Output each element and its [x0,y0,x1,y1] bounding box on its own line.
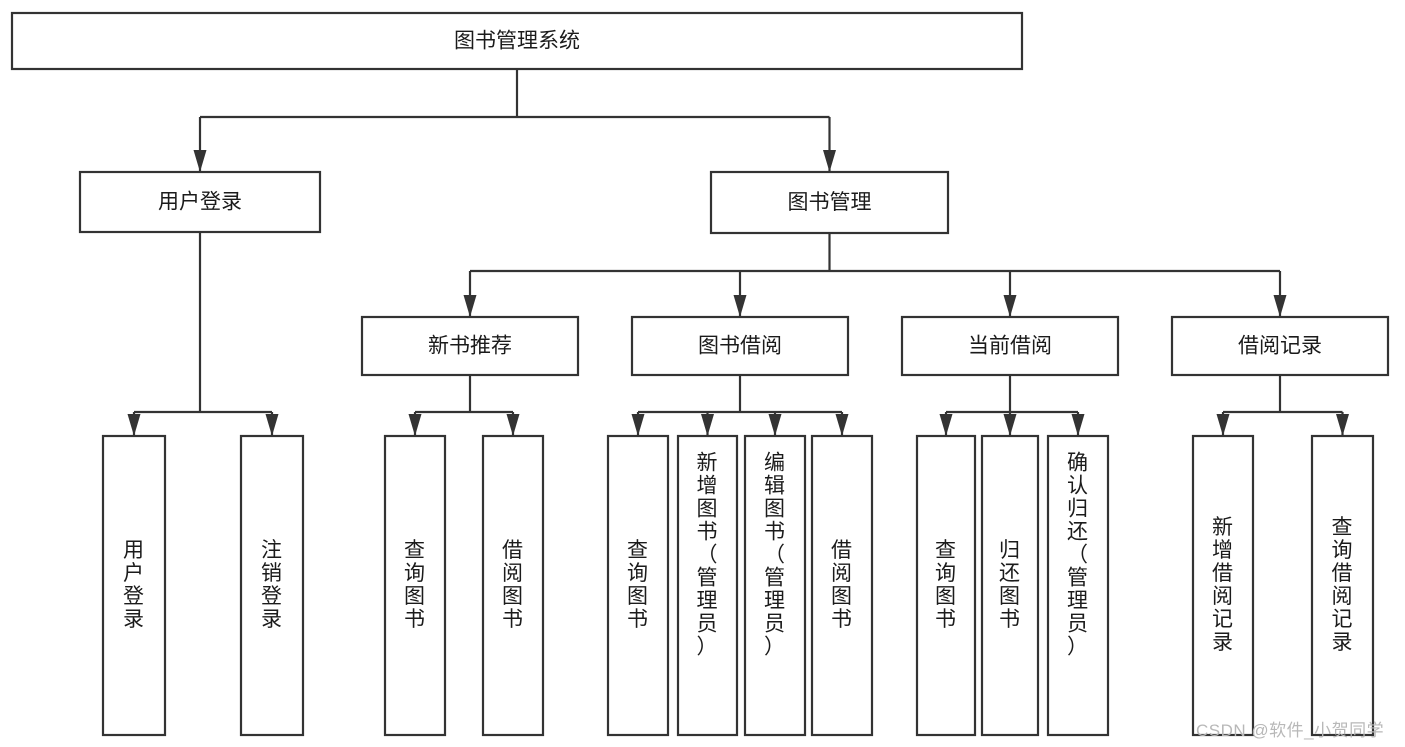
node-label-recommend-borrow-book: 借阅图书 [502,539,524,631]
node-borrow-borrow-book[interactable]: 借阅图书 [810,434,874,737]
node-label-current-query-book: 查询图书 [935,539,957,631]
node-recommend-query-book[interactable]: 查询图书 [383,434,447,737]
node-box-borrow-edit-book [743,434,807,737]
node-label-borrow-edit-book: 编辑图书（管理员） [764,451,786,658]
node-label-borrow-borrow-book: 借阅图书 [831,539,853,631]
nodes-layer: 图书管理系统用户登录用户登录注销登录图书管理新书推荐查询图书借阅图书图书借阅查询… [10,11,1390,737]
node-borrow-add-book[interactable]: 新增图书（管理员） [676,434,739,737]
node-book-borrow[interactable]: 图书借阅 [630,315,850,377]
node-book-management[interactable]: 图书管理 [709,170,950,235]
node-borrow-edit-book[interactable]: 编辑图书（管理员） [743,434,807,737]
node-borrow-records[interactable]: 借阅记录 [1170,315,1390,377]
node-label-user-logout: 注销登录 [261,539,283,631]
connector-arrowhead [1003,414,1017,436]
node-box-root [10,11,1024,71]
node-label-root: 图书管理系统 [454,30,580,53]
node-box-current-return-book [980,434,1040,737]
node-label-user-login-do: 用户登录 [123,539,145,631]
connector-arrowhead [1216,414,1230,436]
node-borrow-query-book[interactable]: 查询图书 [606,434,670,737]
node-box-borrow-add-book [676,434,739,737]
node-label-book-management: 图书管理 [788,191,872,214]
connector-arrowhead [408,414,422,436]
connector-arrowhead [463,295,477,317]
node-user-login[interactable]: 用户登录 [78,170,322,234]
node-box-record-add [1191,434,1255,737]
node-label-user-login: 用户登录 [158,191,242,214]
node-record-query[interactable]: 查询借阅记录 [1310,434,1375,737]
node-label-current-borrow: 当前借阅 [968,335,1052,358]
connector-arrowhead [835,414,849,436]
node-box-current-borrow [900,315,1120,377]
connector-arrowhead [823,150,836,172]
connector-arrowhead [265,414,279,436]
node-box-current-query-book [915,434,977,737]
node-box-borrow-borrow-book [810,434,874,737]
node-current-confirm-return[interactable]: 确认归还（管理员） [1046,434,1110,737]
node-box-record-query [1310,434,1375,737]
node-box-recommend-query-book [383,434,447,737]
connector-arrowhead [1071,414,1085,436]
node-current-return-book[interactable]: 归还图书 [980,434,1040,737]
node-current-borrow[interactable]: 当前借阅 [900,315,1120,377]
node-box-borrow-query-book [606,434,670,737]
node-label-current-confirm-return: 确认归还（管理员） [1067,451,1089,658]
connector-arrowhead [939,414,953,436]
node-box-user-logout [239,434,305,737]
connector-arrowhead [631,414,645,436]
node-label-new-book-recommend: 新书推荐 [428,335,512,358]
node-box-current-confirm-return [1046,434,1110,737]
node-label-borrow-records: 借阅记录 [1238,335,1322,358]
node-box-recommend-borrow-book [481,434,545,737]
node-box-book-borrow [630,315,850,377]
connector-arrowhead [733,295,747,317]
node-record-add[interactable]: 新增借阅记录 [1191,434,1255,737]
connector-arrowhead [193,150,207,172]
node-box-new-book-recommend [360,315,580,377]
connector-arrowhead [1336,414,1349,436]
node-new-book-recommend[interactable]: 新书推荐 [360,315,580,377]
node-label-book-borrow: 图书借阅 [698,335,782,358]
connector-arrowhead [1273,295,1287,317]
connectors-layer [127,69,1349,436]
connector-arrowhead [768,414,782,436]
node-label-record-add: 新增借阅记录 [1212,516,1234,654]
connector-arrowhead [506,414,520,436]
node-user-login-do[interactable]: 用户登录 [101,434,167,737]
node-root[interactable]: 图书管理系统 [10,11,1024,71]
connector-arrowhead [1003,295,1017,317]
node-label-borrow-add-book: 新增图书（管理员） [697,451,719,658]
node-label-borrow-query-book: 查询图书 [627,539,649,631]
node-label-record-query: 查询借阅记录 [1332,516,1354,654]
node-recommend-borrow-book[interactable]: 借阅图书 [481,434,545,737]
connector-arrowhead [701,414,714,436]
node-box-book-management [709,170,950,235]
node-box-user-login-do [101,434,167,737]
node-box-user-login [78,170,322,234]
node-label-recommend-query-book: 查询图书 [404,539,426,631]
node-current-query-book[interactable]: 查询图书 [915,434,977,737]
node-user-logout[interactable]: 注销登录 [239,434,305,737]
connector-arrowhead [127,414,141,436]
node-box-borrow-records [1170,315,1390,377]
node-label-current-return-book: 归还图书 [999,539,1021,631]
